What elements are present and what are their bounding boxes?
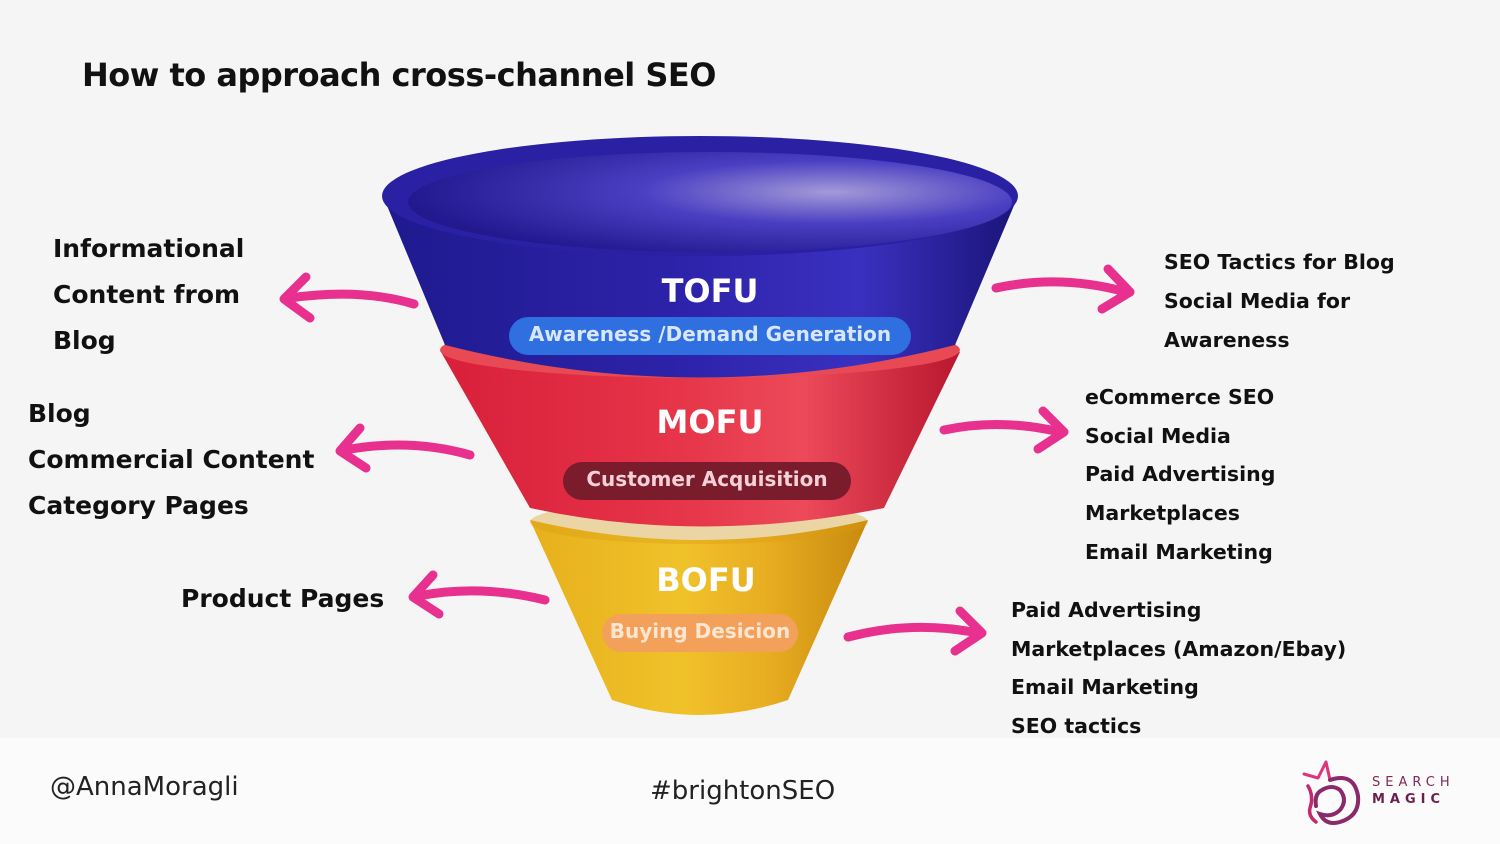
list-item: Commercial Content xyxy=(28,445,315,474)
arrow-right-tofu-head xyxy=(1097,264,1135,314)
arrow-right-mofu-head xyxy=(1033,406,1069,454)
list-item: Marketplaces (Amazon/Ebay) xyxy=(1011,636,1347,661)
arrow-left-bofu xyxy=(413,586,550,605)
logo-line-2: MAGIC xyxy=(1372,792,1446,807)
list-item: Social Media xyxy=(1085,423,1231,448)
arrows xyxy=(279,264,1135,656)
list-item: Marketplaces xyxy=(1085,501,1240,526)
arrow-right-bofu-head xyxy=(950,606,987,656)
list-item: Paid Advertising xyxy=(1085,462,1276,487)
list-item: Paid Advertising xyxy=(1011,598,1202,622)
list-item: Awareness xyxy=(1164,328,1290,352)
footer-bar xyxy=(0,738,1500,844)
list-item: Product Pages xyxy=(181,584,385,613)
arrow-right-bofu xyxy=(843,622,983,642)
list-item: Informational xyxy=(53,234,245,263)
list-item: SEO tactics xyxy=(1011,714,1142,739)
right-list-mofu: eCommerce SEO Social Media Paid Advertis… xyxy=(1085,378,1275,572)
bofu-label: BOFU xyxy=(656,561,756,599)
list-item: eCommerce SEO xyxy=(1085,385,1275,409)
arrow-left-mofu xyxy=(340,440,475,460)
left-list-tofu: Informational Content from Blog xyxy=(53,226,244,364)
search-magic-logo: SEARCH MAGIC xyxy=(1296,756,1466,828)
arrow-right-mofu xyxy=(939,419,1065,437)
arrow-left-tofu-head xyxy=(279,272,315,323)
left-list-mofu: Blog Commercial Content Category Pages xyxy=(28,391,314,529)
author-handle: @AnnaMoragli xyxy=(50,772,239,802)
bofu-pill: Buying Desicion xyxy=(602,614,798,652)
arrow-right-tofu xyxy=(991,277,1131,297)
mofu-label: MOFU xyxy=(656,403,764,441)
mofu-pill: Customer Acquisition xyxy=(563,462,851,500)
list-item: Social Media for xyxy=(1164,289,1351,313)
slide-title: How to approach cross-channel SEO xyxy=(82,56,716,94)
arrow-left-mofu-head xyxy=(335,423,371,473)
logo-line-1: SEARCH xyxy=(1372,775,1455,790)
logo-wordmark: SEARCH MAGIC xyxy=(1372,774,1455,808)
tofu-pill: Awareness /Demand Generation xyxy=(509,317,911,355)
tofu-label: TOFU xyxy=(661,272,759,310)
list-item: Content from xyxy=(53,280,241,309)
list-item: Category Pages xyxy=(28,491,249,520)
right-list-bofu: Paid Advertising Marketplaces (Amazon/Eb… xyxy=(1011,591,1346,746)
tofu-funnel-opening xyxy=(408,152,1012,252)
list-item: Email Marketing xyxy=(1011,675,1199,700)
list-item: Email Marketing xyxy=(1085,539,1273,564)
list-item: SEO Tactics for Blog xyxy=(1164,250,1395,274)
left-list-bofu: Product Pages xyxy=(181,579,384,619)
event-hashtag: #brightonSEO xyxy=(650,776,836,806)
list-item: Blog xyxy=(28,399,91,428)
arrow-left-bofu-head xyxy=(408,570,444,619)
right-list-tofu: SEO Tactics for Blog Social Media for Aw… xyxy=(1164,243,1395,360)
list-item: Blog xyxy=(53,326,116,355)
unicorn-logo-icon xyxy=(1302,760,1361,825)
arrow-left-tofu xyxy=(285,289,419,309)
